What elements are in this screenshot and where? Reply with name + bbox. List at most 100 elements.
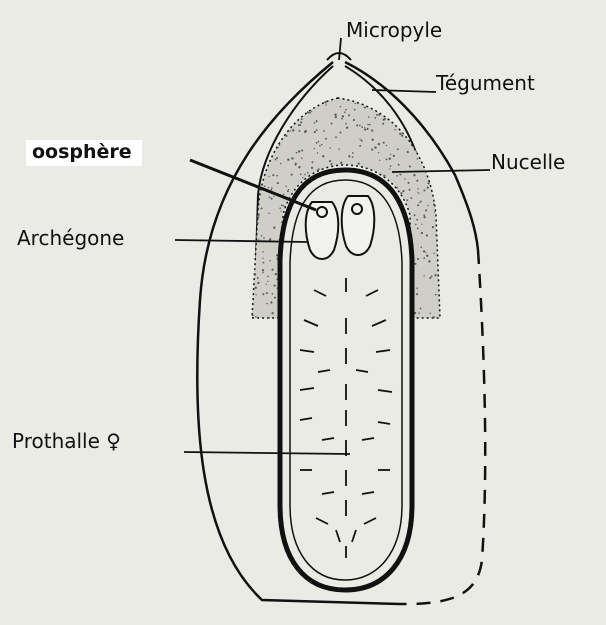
stipple-dot bbox=[300, 173, 302, 175]
stipple-dot bbox=[378, 114, 380, 116]
stipple-dot bbox=[275, 159, 277, 161]
stipple-dot bbox=[367, 124, 369, 126]
stipple-dot bbox=[349, 114, 350, 115]
stipple-dot bbox=[379, 160, 380, 161]
stipple-dot bbox=[340, 106, 341, 107]
stipple-dot bbox=[357, 103, 359, 105]
stipple-dot bbox=[420, 246, 422, 248]
stipple-dot bbox=[292, 130, 294, 132]
stipple-dot bbox=[322, 155, 324, 157]
stipple-dot bbox=[281, 204, 283, 206]
stipple-dot bbox=[406, 199, 408, 201]
stipple-dot bbox=[323, 130, 325, 132]
stipple-dot bbox=[417, 158, 419, 160]
stipple-dot bbox=[291, 174, 293, 176]
stipple-dot bbox=[423, 216, 425, 218]
stipple-dot bbox=[431, 275, 433, 277]
stipple-dot bbox=[345, 123, 347, 125]
stipple-dot bbox=[262, 269, 264, 271]
stipple-dot bbox=[386, 158, 388, 160]
stipple-dot bbox=[271, 187, 272, 188]
stipple-dot bbox=[335, 116, 337, 118]
stipple-dot bbox=[268, 317, 270, 319]
stipple-dot bbox=[419, 202, 420, 203]
stipple-dot bbox=[398, 164, 400, 166]
stipple-dot bbox=[317, 168, 319, 170]
stipple-dot bbox=[324, 101, 326, 103]
stipple-dot bbox=[361, 126, 363, 128]
tegument-label: Tégument bbox=[436, 73, 535, 93]
stipple-dot bbox=[416, 293, 418, 295]
stipple-dot bbox=[390, 154, 391, 155]
stipple-dot bbox=[295, 164, 297, 166]
stipple-dot bbox=[277, 182, 279, 184]
stipple-dot bbox=[374, 117, 376, 119]
stipple-dot bbox=[263, 237, 265, 239]
stipple-dot bbox=[307, 111, 309, 113]
stipple-dot bbox=[319, 145, 321, 147]
stipple-dot bbox=[275, 273, 277, 275]
stipple-dot bbox=[299, 151, 300, 152]
stipple-dot bbox=[400, 192, 402, 194]
stipple-dot bbox=[274, 285, 276, 287]
stipple-dot bbox=[371, 149, 373, 151]
stipple-dot bbox=[318, 141, 320, 143]
stipple-dot bbox=[314, 131, 316, 133]
stipple-dot bbox=[262, 251, 263, 252]
stipple-dot bbox=[307, 172, 309, 174]
stipple-dot bbox=[383, 142, 385, 144]
stipple-dot bbox=[435, 234, 437, 236]
stipple-dot bbox=[416, 219, 418, 221]
stipple-dot bbox=[287, 190, 289, 192]
stipple-dot bbox=[374, 146, 376, 148]
stipple-dot bbox=[423, 214, 425, 216]
stipple-dot bbox=[340, 162, 342, 164]
stipple-dot bbox=[255, 294, 256, 295]
stipple-dot bbox=[314, 148, 315, 149]
stipple-dot bbox=[361, 139, 363, 141]
stipple-dot bbox=[311, 167, 313, 169]
archegonium-left bbox=[306, 202, 339, 259]
stipple-dot bbox=[316, 120, 318, 122]
stipple-dot bbox=[271, 198, 273, 200]
stipple-dot bbox=[276, 157, 278, 159]
stipple-dot bbox=[430, 313, 431, 314]
stipple-dot bbox=[420, 308, 422, 310]
stipple-dot bbox=[301, 149, 303, 151]
oosphere-label: oosphère bbox=[26, 140, 142, 166]
stipple-dot bbox=[407, 182, 409, 184]
stipple-dot bbox=[364, 107, 366, 109]
stipple-dot bbox=[410, 197, 412, 199]
stipple-dot bbox=[268, 176, 269, 177]
stipple-dot bbox=[291, 157, 293, 159]
stipple-dot bbox=[401, 135, 403, 137]
stipple-dot bbox=[354, 103, 355, 104]
stipple-dot bbox=[257, 277, 259, 279]
stipple-dot bbox=[258, 214, 260, 216]
stipple-dot bbox=[353, 119, 355, 121]
stipple-dot bbox=[310, 112, 311, 113]
stipple-dot bbox=[280, 211, 281, 212]
stipple-dot bbox=[269, 260, 270, 261]
stipple-dot bbox=[407, 151, 409, 153]
stipple-dot bbox=[390, 165, 392, 167]
stipple-dot bbox=[435, 294, 437, 296]
stipple-dot bbox=[329, 147, 331, 149]
stipple-dot bbox=[285, 135, 287, 137]
stipple-dot bbox=[255, 287, 257, 289]
stipple-dot bbox=[262, 293, 264, 295]
stipple-dot bbox=[269, 238, 271, 240]
stipple-dot bbox=[354, 109, 356, 111]
stipple-dot bbox=[280, 163, 281, 164]
stipple-dot bbox=[257, 222, 259, 224]
stipple-dot bbox=[433, 253, 434, 254]
stipple-dot bbox=[396, 175, 398, 177]
stipple-dot bbox=[339, 132, 341, 134]
stipple-dot bbox=[358, 163, 360, 165]
stipple-dot bbox=[397, 148, 399, 150]
stipple-dot bbox=[424, 275, 425, 276]
stipple-dot bbox=[266, 303, 267, 304]
stipple-dot bbox=[425, 209, 427, 211]
stipple-dot bbox=[417, 192, 418, 193]
stipple-dot bbox=[396, 187, 398, 189]
